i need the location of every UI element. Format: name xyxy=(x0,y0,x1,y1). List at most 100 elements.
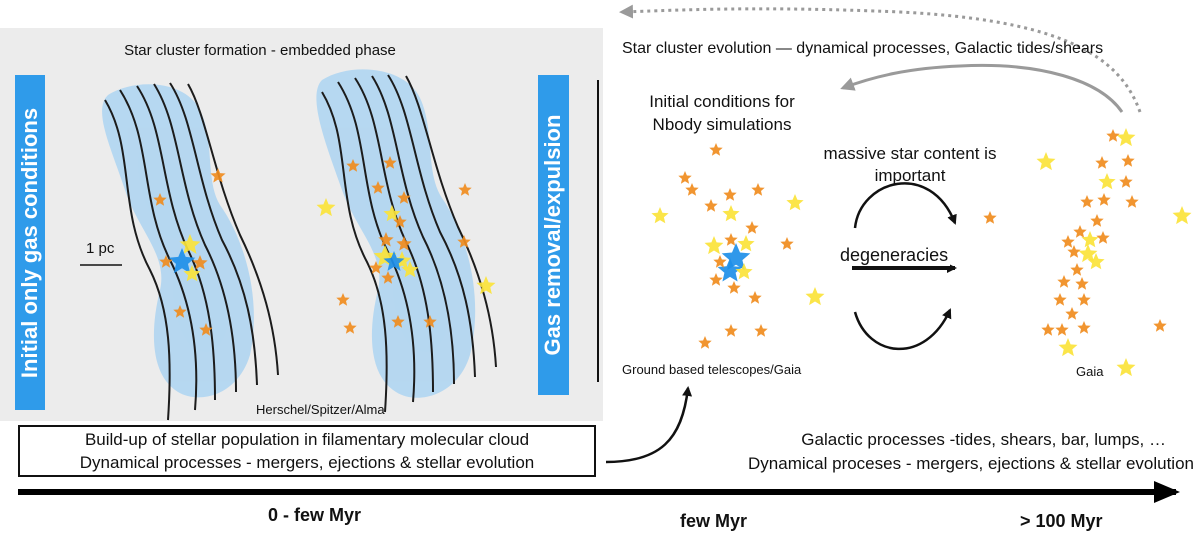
star-marker xyxy=(722,205,740,222)
star-marker xyxy=(805,287,825,306)
star-marker xyxy=(383,251,405,271)
star-marker xyxy=(1075,277,1089,290)
cloud-right xyxy=(316,69,476,398)
star-marker xyxy=(1053,293,1067,306)
initial-conditions-line1: Initial conditions for xyxy=(649,92,795,111)
star-marker xyxy=(179,234,201,254)
massive-star-line1: massive star content is xyxy=(823,144,997,163)
massive-star-line2: important xyxy=(874,166,946,185)
star-marker xyxy=(1078,244,1098,263)
star-marker xyxy=(393,215,407,228)
star-marker xyxy=(1073,225,1087,238)
initial-conditions-line2: Nbody simulations xyxy=(652,115,792,134)
star-marker xyxy=(735,263,753,280)
star-marker xyxy=(173,305,187,318)
star-marker xyxy=(457,235,471,248)
star-marker xyxy=(1087,253,1105,270)
star-marker xyxy=(1119,175,1133,188)
star-marker xyxy=(397,191,411,204)
star-marker xyxy=(396,236,412,251)
stellar-population-box: Build-up of stellar population in filame… xyxy=(18,425,596,477)
timeline-label-early: 0 - few Myr xyxy=(268,505,362,525)
star-marker xyxy=(1098,173,1116,190)
star-marker xyxy=(713,255,727,268)
star-marker xyxy=(343,321,357,334)
star-marker xyxy=(199,323,213,336)
feedback-arrow-dotted xyxy=(619,4,1142,113)
star-marker xyxy=(401,261,419,278)
star-marker xyxy=(717,258,743,282)
star-marker xyxy=(727,281,741,294)
star-marker xyxy=(1172,206,1192,225)
star-marker xyxy=(737,235,755,252)
cloud-left xyxy=(102,84,254,398)
star-marker xyxy=(1077,293,1091,306)
box-to-cluster-arrow xyxy=(605,386,693,464)
initial-gas-bar xyxy=(15,75,45,410)
star-marker xyxy=(423,315,437,328)
gaia-label: Gaia xyxy=(1076,364,1104,379)
star-marker xyxy=(346,159,360,172)
star-marker xyxy=(1153,319,1167,332)
star-marker xyxy=(1116,128,1136,147)
star-marker xyxy=(1070,263,1084,276)
star-marker xyxy=(1097,193,1111,206)
star-marker xyxy=(754,324,768,337)
gas-removal-label: Gas removal/expulsion xyxy=(540,114,565,356)
star-marker xyxy=(159,255,173,268)
degeneracy-arrow-bottom xyxy=(853,308,952,351)
star-marker xyxy=(1067,245,1081,258)
star-marker xyxy=(678,171,692,184)
star-marker xyxy=(1125,195,1139,208)
star-marker xyxy=(1077,321,1091,334)
star-marker xyxy=(1041,323,1055,336)
star-marker xyxy=(378,232,394,247)
star-marker xyxy=(983,211,997,224)
star-marker xyxy=(458,183,472,196)
star-marker xyxy=(704,199,718,212)
star-marker xyxy=(168,248,196,274)
star-marker xyxy=(709,273,723,286)
galactic-processes-line2: Dynamical proceses - mergers, ejections … xyxy=(748,454,1194,473)
star-marker xyxy=(1090,214,1104,227)
star-marker xyxy=(1106,129,1120,142)
initial-gas-label: Initial only gas conditions xyxy=(17,107,42,379)
star-marker xyxy=(704,236,724,255)
star-marker xyxy=(1095,156,1109,169)
star-marker xyxy=(780,237,794,250)
timeline-label-late: > 100 Myr xyxy=(1020,511,1103,531)
star-marker xyxy=(685,183,699,196)
star-marker xyxy=(1058,338,1078,357)
timeline-label-mid: few Myr xyxy=(680,511,748,531)
star-marker xyxy=(1116,358,1136,377)
star-marker xyxy=(476,276,496,295)
star-marker xyxy=(192,255,208,270)
scale-label: 1 pc xyxy=(86,240,115,257)
star-marker xyxy=(748,291,762,304)
star-marker xyxy=(316,198,336,217)
box-line-1: Build-up of stellar population in filame… xyxy=(84,430,530,449)
star-marker xyxy=(1121,154,1135,167)
star-marker xyxy=(745,221,759,234)
star-marker xyxy=(1080,195,1094,208)
star-marker xyxy=(371,181,385,194)
box-line-2: Dynamical processes - mergers, ejections… xyxy=(79,453,535,472)
gas-removal-bar xyxy=(538,75,569,395)
ground-telescopes-label: Ground based telescopes/Gaia xyxy=(622,362,802,377)
star-marker xyxy=(751,183,765,196)
galactic-processes-line1: Galactic processes -tides, shears, bar, … xyxy=(801,430,1166,449)
star-marker xyxy=(210,168,226,183)
star-marker xyxy=(1096,231,1110,244)
star-marker xyxy=(724,233,738,246)
star-marker xyxy=(651,207,669,224)
star-marker xyxy=(383,205,401,222)
star-field xyxy=(153,128,1192,377)
degeneracy-arrow-top xyxy=(853,182,957,229)
feedback-arrow-solid xyxy=(840,63,1124,113)
embedded-phase-title: Star cluster formation - embedded phase xyxy=(124,42,396,59)
star-marker xyxy=(786,194,804,211)
star-marker xyxy=(183,265,201,282)
star-marker xyxy=(1061,235,1075,248)
embedded-phase-panel xyxy=(0,28,603,421)
